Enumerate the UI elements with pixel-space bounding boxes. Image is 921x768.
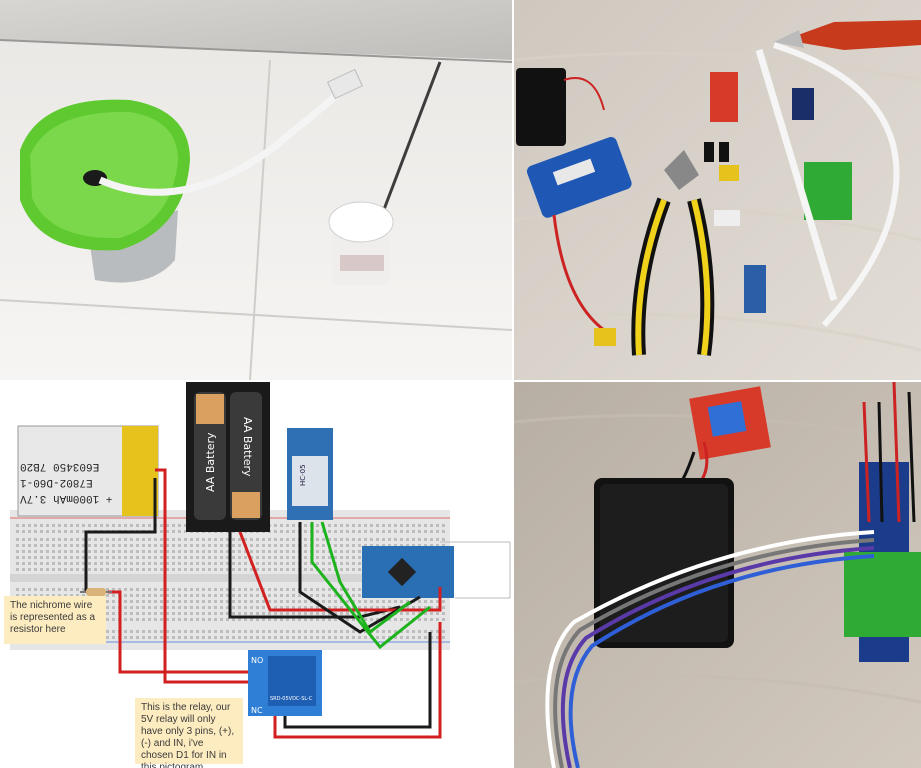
battery-text-line-1: + 1000mAh 3.7V [20,492,113,504]
relay-nc-label: NC [251,706,263,715]
nichrome-resistor [80,588,112,596]
mini-breadboard-photo [844,552,921,637]
battery-holder [516,68,566,146]
pill-bottle [328,201,394,285]
bluetooth-module [744,265,766,313]
mini-breadboard [804,162,852,220]
note-relay: This is the relay, our 5V relay will onl… [135,698,243,768]
plastic-container [20,99,190,283]
photo-scene-image [0,0,512,380]
arduino-pro-mini [792,88,814,120]
wiring-diagram-svg: + 1000mAh 3.7V E7802-D60-1 E603450 7B20 … [10,382,511,739]
lipo-battery [526,136,632,218]
photo-scene [0,0,512,380]
battery-text-line-3: E603450 7B20 [20,460,99,472]
note-nichrome-resistor: The nichrome wire is represented as a re… [4,596,106,644]
wires [84,468,511,739]
tubing [755,48,838,302]
utility-knife [774,20,921,50]
photo-components [514,0,921,380]
aa-battery-label-1: AA Battery [204,432,217,492]
photo-assembled-image [514,382,921,768]
wire-connector [326,68,364,100]
wire-cutter-pliers [631,150,715,356]
bluetooth-module-diagram: HC-05 [287,428,333,520]
relay-module [710,72,738,122]
ribbon-cable-photo [545,530,875,768]
wiring-diagram: + 1000mAh 3.7V E7802-D60-1 E603450 7B20 … [0,382,512,768]
photo-assembled [514,382,921,768]
lipo-battery-diagram: + 1000mAh 3.7V E7802-D60-1 E603450 7B20 [17,425,159,517]
relay-module-photo [689,386,771,460]
aa-battery-holder: AA Battery AA Battery [186,382,270,532]
xt60-connector [594,328,616,346]
aa-battery-label-2: AA Battery [241,417,254,477]
relay-diagram: NO NC SRD-05VDC-SL-C [248,650,322,716]
relay-no-label: NO [251,656,263,665]
relay-brand-label: SRD-05VDC-SL-C [270,696,313,702]
nichrome-probe [378,61,442,221]
bt-module-label: HC-05 [299,464,307,486]
photo-components-image [514,0,921,380]
battery-text-line-2: E7802-D60-1 [20,476,93,488]
